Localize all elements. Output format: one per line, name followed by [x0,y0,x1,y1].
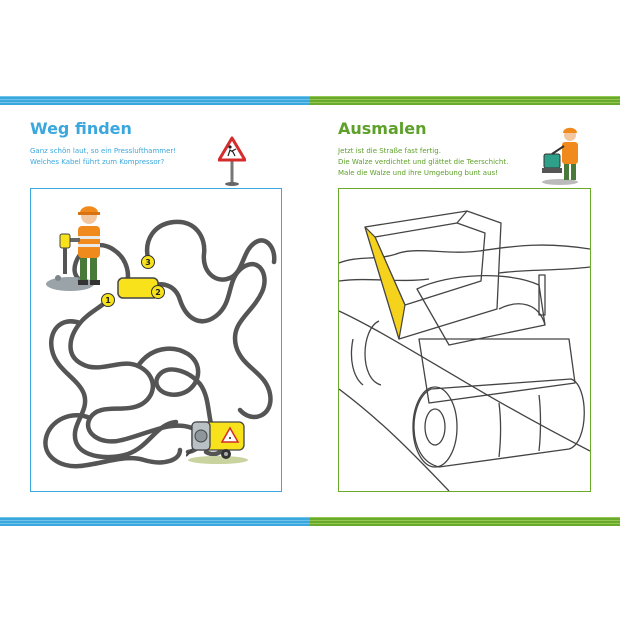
compactor-worker-icon [542,127,578,185]
svg-text:1: 1 [105,296,111,305]
maze-label-1: 1 [101,293,115,307]
right-page-instructions: Jetzt ist die Straße fast fertig. Die Wa… [338,146,508,179]
instruction-line: Male die Walze und ihre Umgebung bunt au… [338,169,498,177]
top-band-green [310,96,620,105]
bottom-band-blue [0,517,310,526]
instruction-line: Ganz schön laut, so ein Presslufthammer! [30,147,177,155]
coloring-frame [338,188,591,492]
right-page-title: Ausmalen [338,119,427,138]
maze-frame [30,188,282,492]
instruction-line: Welches Kabel führt zum Kompressor? [30,158,165,166]
construction-warning-sign-icon [218,136,246,186]
air-compressor-icon [186,421,248,464]
bottom-band-green [310,517,620,526]
maze-label-3: 3 [141,255,155,269]
instruction-line: Jetzt ist die Straße fast fertig. [338,147,441,155]
left-page-title: Weg finden [30,119,132,138]
jackhammer-worker-icon [46,206,100,291]
instruction-line: Die Walze verdichtet und glättet die Tee… [338,158,509,166]
road-roller-icon [339,210,590,491]
top-band-blue [0,96,310,105]
maze-label-2: 2 [151,285,165,299]
svg-text:2: 2 [155,288,161,297]
svg-text:3: 3 [145,258,151,267]
left-page-instructions: Ganz schön laut, so ein Presslufthammer!… [30,146,176,168]
